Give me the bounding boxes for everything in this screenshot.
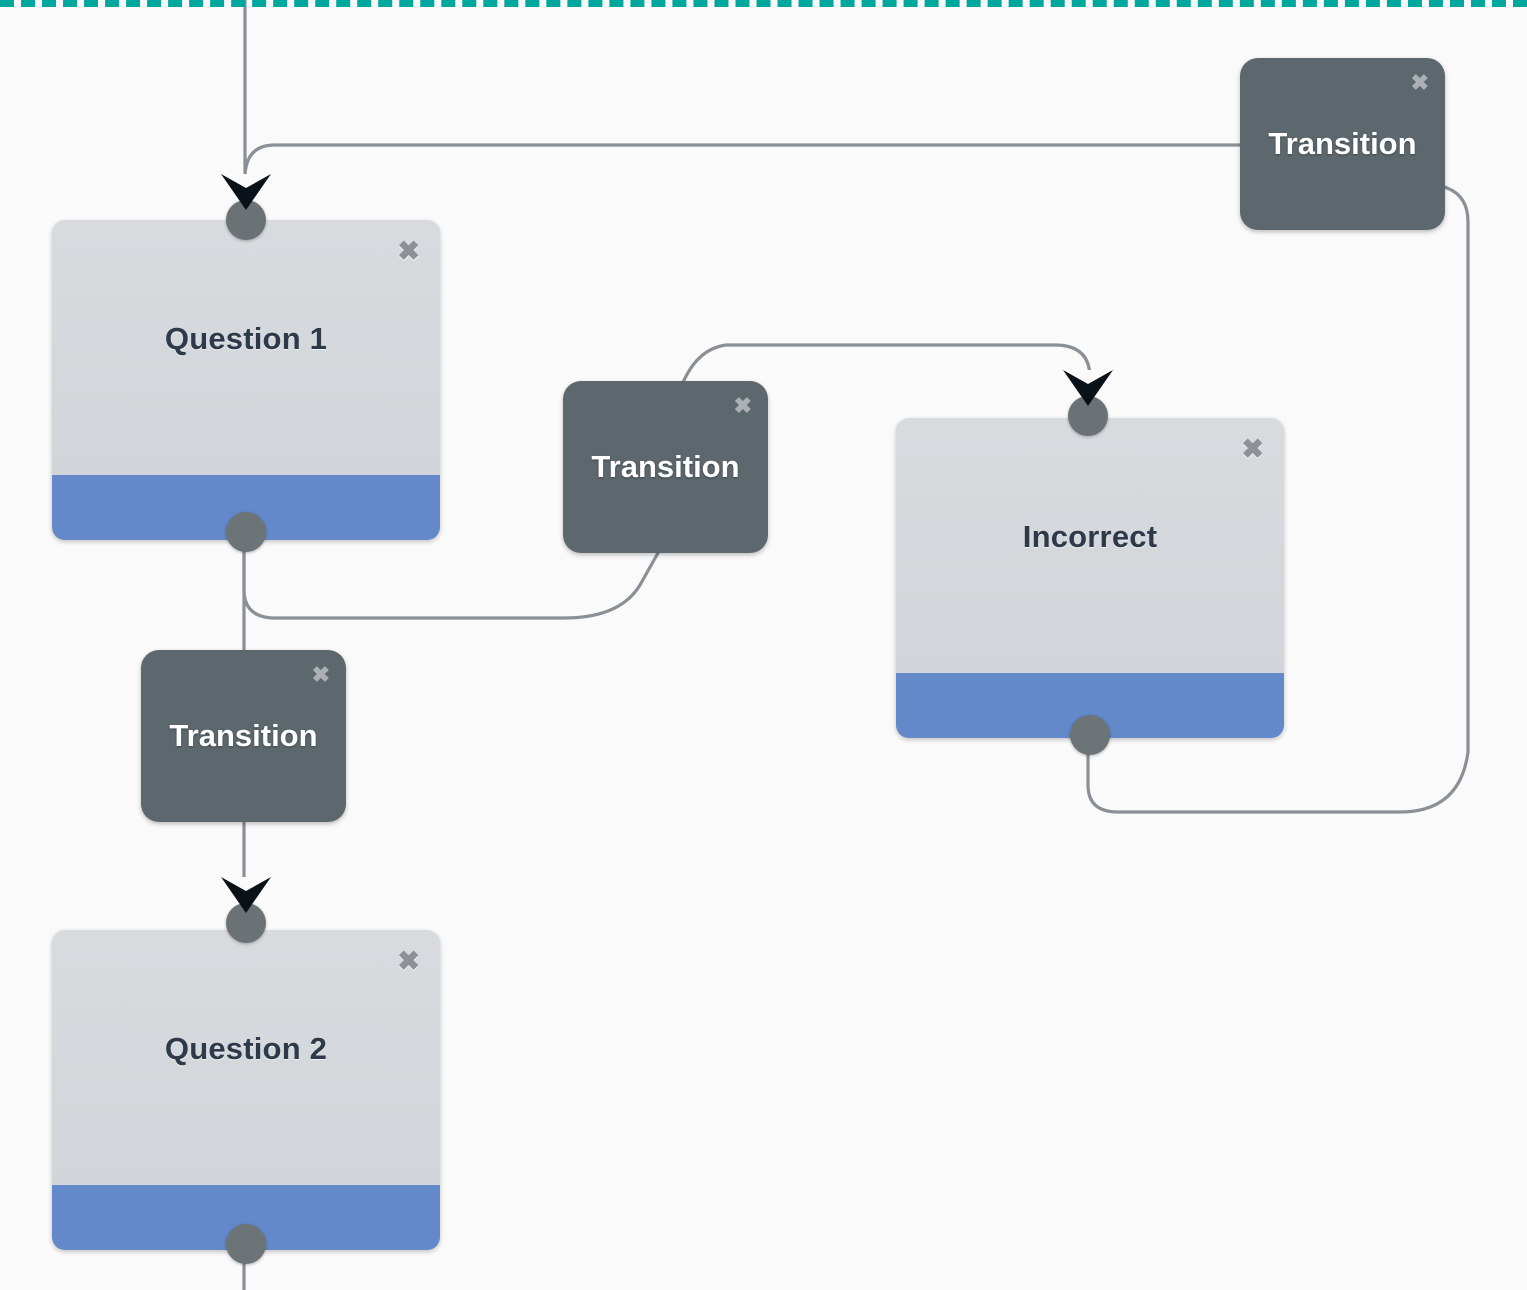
state-label: Question 2	[164, 1030, 328, 1066]
output-port-incorrect[interactable]	[1070, 715, 1110, 755]
state-label: Question 1	[164, 320, 328, 356]
close-icon[interactable]: ✖	[733, 393, 752, 418]
transition-node-top-right[interactable]: ✖ Transition	[1240, 58, 1445, 230]
close-icon[interactable]: ✖	[1410, 70, 1429, 95]
transition-node-middle[interactable]: ✖ Transition	[563, 381, 768, 553]
state-label: Incorrect	[1022, 518, 1158, 554]
state-node-question-2[interactable]: ✖ Question 2	[52, 930, 440, 1250]
state-body: ✖ Question 1	[52, 220, 440, 475]
output-port-question-1[interactable]	[226, 512, 266, 552]
close-icon[interactable]: ✖	[397, 946, 420, 976]
transition-label: Transition	[1268, 126, 1417, 161]
transition-node-lower-left[interactable]: ✖ Transition	[141, 650, 346, 822]
output-port-question-2[interactable]	[226, 1224, 266, 1264]
input-port-question-2[interactable]	[226, 903, 266, 943]
transition-label: Transition	[169, 718, 318, 753]
state-body: ✖ Question 2	[52, 930, 440, 1185]
input-port-question-1[interactable]	[226, 200, 266, 240]
state-body: ✖ Incorrect	[896, 418, 1284, 673]
state-node-question-1[interactable]: ✖ Question 1	[52, 220, 440, 540]
close-icon[interactable]: ✖	[311, 662, 330, 687]
drop-zone-indicator	[0, 0, 1527, 7]
input-port-incorrect[interactable]	[1068, 396, 1108, 436]
edge-transition-top-right-to-question-1	[243, 143, 1242, 194]
close-icon[interactable]: ✖	[1241, 434, 1264, 464]
transition-label: Transition	[591, 449, 740, 484]
state-node-incorrect[interactable]: ✖ Incorrect	[896, 418, 1284, 738]
close-icon[interactable]: ✖	[397, 236, 420, 266]
